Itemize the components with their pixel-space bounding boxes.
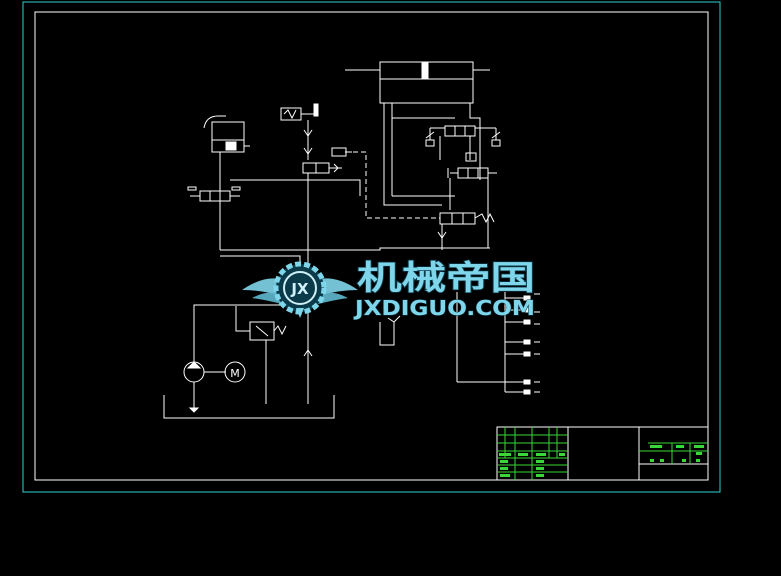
relief-valve bbox=[235, 306, 287, 404]
title-block-grid bbox=[497, 427, 708, 480]
oil-reservoir bbox=[163, 395, 335, 419]
check-valve-center bbox=[302, 147, 352, 280]
watermark: JX 机械帝国 JXDIGUO.COM bbox=[242, 257, 536, 321]
title-block-marks bbox=[499, 445, 704, 477]
watermark-logo-letters: JX bbox=[290, 280, 309, 298]
pressure-switch bbox=[203, 115, 250, 250]
title-block bbox=[496, 426, 709, 481]
motor-label: M bbox=[230, 367, 240, 380]
outer-sheet-border bbox=[22, 1, 721, 493]
watermark-logo: JX bbox=[242, 261, 358, 318]
drawing-border bbox=[34, 11, 709, 481]
directional-valve-mid-right bbox=[447, 167, 497, 210]
accumulator-valve-top bbox=[280, 103, 319, 160]
electrical-ladder bbox=[456, 292, 540, 395]
watermark-title: 机械帝国 bbox=[357, 258, 535, 297]
hydraulic-pump bbox=[183, 361, 226, 413]
directional-valve-upper bbox=[425, 125, 501, 162]
directional-valve-main bbox=[437, 212, 495, 250]
watermark-url: JXDIGUO.COM bbox=[353, 296, 535, 320]
solenoid-valve-left bbox=[187, 179, 361, 202]
electric-motor bbox=[224, 361, 246, 383]
hydraulic-cylinder bbox=[345, 61, 490, 104]
hydraulic-schematic bbox=[163, 61, 540, 419]
